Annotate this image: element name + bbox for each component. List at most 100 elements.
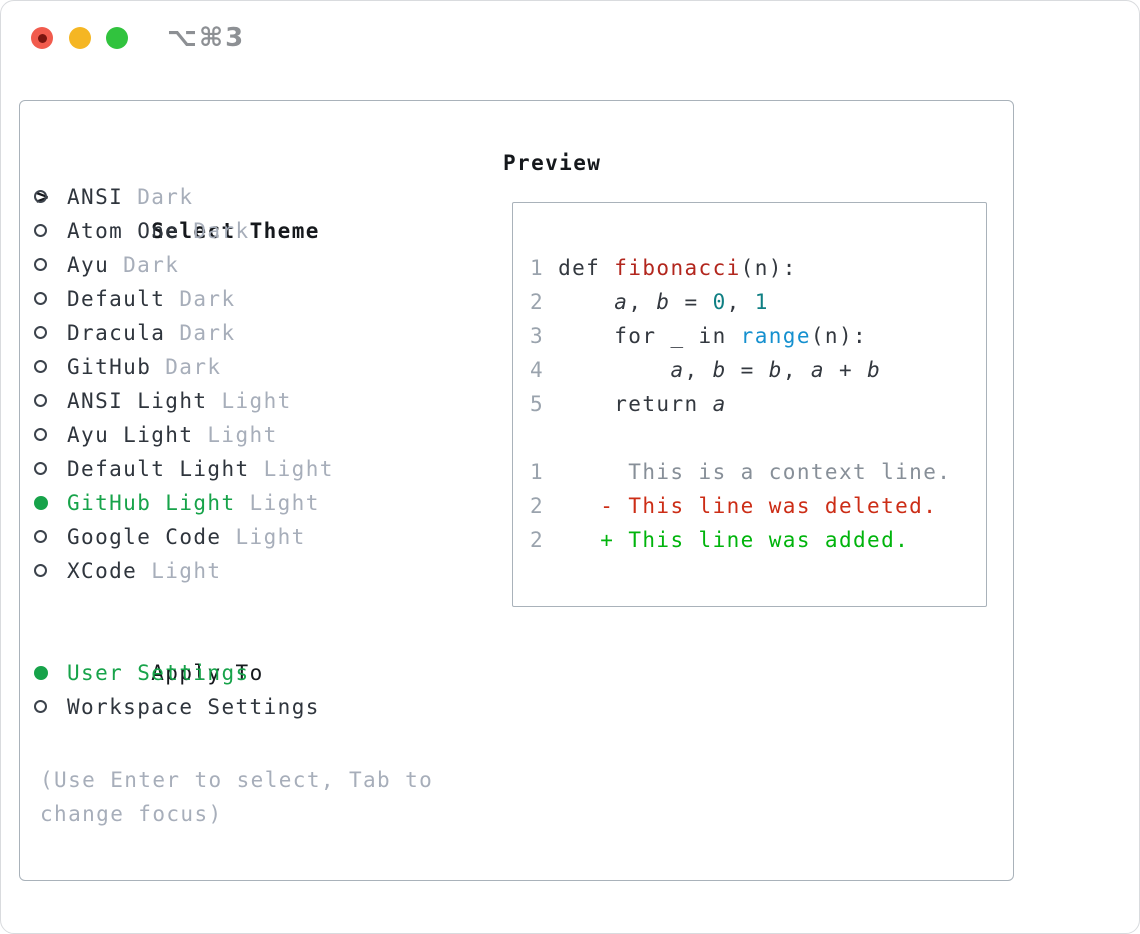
theme-option-ayu-light[interactable]: Ayu Light Light [20, 418, 490, 452]
code-token: , [726, 290, 755, 314]
code-token: = [670, 290, 713, 314]
code-token: 2 [530, 290, 559, 314]
radio-icon [34, 394, 47, 407]
radio-icon [34, 564, 47, 577]
theme-name: Atom One [67, 219, 180, 243]
code-token: 0 [712, 290, 727, 314]
window-title: ⌥⌘3 [167, 23, 246, 53]
theme-name: XCode [67, 559, 138, 583]
theme-variant: Dark [165, 355, 222, 379]
radio-icon [34, 428, 47, 441]
preview-code-line [530, 421, 986, 455]
code-token: b [768, 358, 783, 382]
theme-option-dracula[interactable]: Dracula Dark [20, 316, 490, 350]
theme-variant: Light [249, 491, 320, 515]
radio-selected-icon [34, 496, 48, 510]
code-token: def [558, 256, 615, 280]
theme-option-github[interactable]: GitHub Dark [20, 350, 490, 384]
radio-icon [34, 190, 47, 203]
code-token: 1 [754, 290, 769, 314]
code-token: a [614, 290, 629, 314]
theme-name: ANSI Light [67, 389, 208, 413]
code-token: for _ in [558, 324, 741, 348]
code-token: + This line was added. [600, 528, 910, 552]
theme-variant: Light [207, 423, 278, 447]
code-token: b [867, 358, 882, 382]
code-token: , [684, 358, 713, 382]
preview-code-line: 1 This is a context line. [530, 455, 986, 489]
code-token: 2 [530, 494, 545, 518]
theme-option-atom-one[interactable]: Atom One Dark [20, 214, 490, 248]
preview-code-line: 1 def fibonacci(n): [530, 251, 986, 285]
hint-line: (Use Enter to select, Tab to [40, 768, 434, 792]
theme-name: Ayu Light [67, 423, 194, 447]
code-token: b [656, 290, 671, 314]
select-theme-label: Select Theme [151, 219, 320, 243]
radio-icon [34, 700, 47, 713]
theme-option-xcode[interactable]: XCode Light [20, 554, 490, 588]
code-token: 3 [530, 324, 559, 348]
code-token [544, 494, 600, 518]
code-token: a [810, 358, 825, 382]
code-token: 5 [530, 392, 559, 416]
theme-variant: Light [151, 559, 222, 583]
preview-code-line: 2 - This line was deleted. [530, 489, 986, 523]
theme-name: Default [67, 287, 166, 311]
theme-option-github-light[interactable]: GitHub Light Light [20, 486, 490, 520]
code-token: 4 [530, 358, 559, 382]
preview-header: Preview [503, 151, 602, 175]
theme-option-default-light[interactable]: Default Light Light [20, 452, 490, 486]
apply-to-label: Apply To [151, 661, 264, 685]
theme-variant: Dark [137, 185, 194, 209]
preview-code-line: 2 a, b = 0, 1 [530, 285, 986, 319]
theme-variant: Dark [193, 219, 250, 243]
code-token: a [670, 358, 685, 382]
code-token: 1 [530, 460, 545, 484]
code-token [544, 528, 600, 552]
code-token: 2 [530, 528, 545, 552]
apply-option-label: User Settings [67, 661, 250, 685]
code-token: return [558, 392, 713, 416]
theme-name: Dracula [67, 321, 166, 345]
theme-variant: Dark [179, 321, 236, 345]
apply-option-label: Workspace Settings [67, 695, 320, 719]
preview-code-line: 2 + This line was added. [530, 523, 986, 557]
radio-icon [34, 292, 47, 305]
code-token [558, 290, 614, 314]
minimize-button[interactable] [69, 27, 91, 49]
theme-name: GitHub [67, 355, 152, 379]
theme-variant: Light [263, 457, 334, 481]
radio-icon [34, 530, 47, 543]
hint-line: change focus) [40, 802, 223, 826]
zoom-button[interactable] [106, 27, 128, 49]
radio-selected-icon [34, 666, 48, 680]
preview-code-line: 4 a, b = b, a + b [530, 353, 986, 387]
radio-icon [34, 360, 47, 373]
theme-name: Google Code [67, 525, 222, 549]
theme-name: Default Light [67, 457, 250, 481]
theme-variant: Dark [123, 253, 180, 277]
code-token: (n): [740, 256, 797, 280]
code-token: 1 [530, 256, 559, 280]
close-dot-icon [37, 33, 47, 43]
code-token: , [628, 290, 657, 314]
theme-name: GitHub Light [67, 491, 236, 515]
radio-icon [34, 258, 47, 271]
select-theme-header: > Select Theme [20, 146, 537, 243]
apply-option-user-settings[interactable]: User Settings [20, 656, 490, 690]
apply-option-workspace-settings[interactable]: Workspace Settings [20, 690, 490, 724]
hint-text: (Use Enter to select, Tab to change focus… [40, 763, 480, 831]
code-token: b [712, 358, 727, 382]
code-token: = [726, 358, 769, 382]
close-button[interactable] [31, 27, 53, 49]
code-token: (n): [810, 324, 868, 348]
